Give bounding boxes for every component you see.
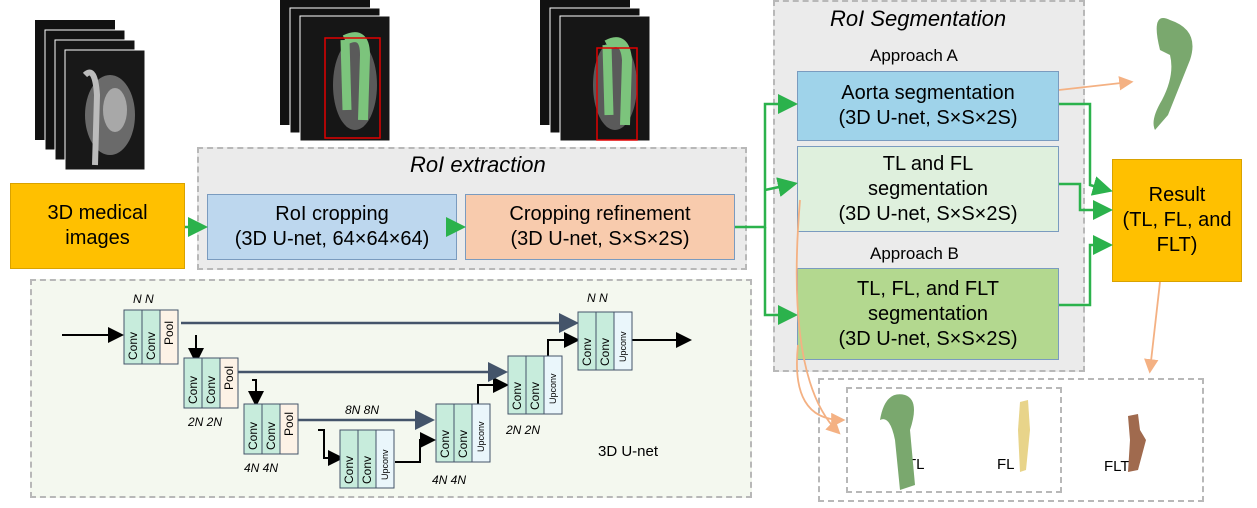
unet-blocks — [123, 309, 633, 489]
conv-label: Conv — [510, 382, 524, 410]
flt-output-shape — [1128, 414, 1146, 472]
conv-label: Conv — [528, 382, 542, 410]
conv-label: Conv — [580, 338, 594, 366]
result-line-1: Result — [1148, 184, 1206, 206]
roi-cropping-line-1: RoI cropping — [275, 203, 389, 225]
ct-stack-cropped-image — [275, 0, 395, 145]
ct-stack-refined-image — [535, 0, 655, 145]
cropping-refinement-line-2: (3D U-net, S×S×2S) — [510, 228, 690, 250]
unet-block-labels: Conv Conv Pool Conv Conv Pool Conv Conv … — [126, 321, 628, 484]
nn-label-encoder: N N — [133, 292, 154, 306]
upconv-label: Upconv — [476, 421, 486, 452]
cropping-refinement-box: Cropping refinement (3D U-net, S×S×2S) — [465, 194, 735, 260]
cropping-refinement-line-1: Cropping refinement — [509, 203, 691, 225]
tl-fl-segmentation-box: TL and FL segmentation (3D U-net, S×S×2S… — [797, 146, 1059, 232]
tl-fl-line-2: segmentation — [867, 177, 989, 200]
output-panel-outer — [818, 378, 1204, 502]
tl-fl-flt-line-3: (3D U-net, S×S×2S) — [838, 327, 1018, 350]
conv-label: Conv — [204, 376, 218, 404]
2n-label-encoder: 2N 2N — [187, 415, 222, 429]
unet-caption: 3D U-net — [598, 443, 659, 460]
aorta-shape — [1153, 18, 1193, 130]
conv-label: Conv — [264, 422, 278, 450]
roi-segmentation-title: RoI Segmentation — [830, 6, 1007, 31]
input-line-2: images — [65, 227, 130, 249]
4n-label-encoder: 4N 4N — [244, 461, 278, 475]
conv-label: Conv — [598, 338, 612, 366]
upconv-label: Upconv — [380, 449, 390, 480]
result-line-3: FLT) — [1156, 234, 1198, 256]
output-fl-label: FL — [997, 456, 1015, 473]
conv-label: Conv — [246, 422, 260, 450]
tl-output-shape — [880, 394, 915, 490]
output-arrows — [795, 76, 1161, 435]
output-panel-inner — [846, 387, 1062, 493]
conv-label: Conv — [126, 332, 140, 360]
approach-b-label: Approach B — [870, 244, 959, 263]
aorta-segmentation-box: Aorta segmentation (3D U-net, S×S×2S) — [797, 71, 1059, 141]
tl-fl-flt-line-1: TL, FL, and FLT — [857, 277, 999, 300]
conv-label: Conv — [438, 430, 452, 458]
roi-cropping-line-2: (3D U-net, 64×64×64) — [234, 228, 430, 250]
tl-fl-flt-segmentation-box: TL, FL, and FLT segmentation (3D U-net, … — [797, 268, 1059, 360]
nn-label-decoder: N N — [587, 291, 608, 305]
2n-label-decoder: 2N 2N — [505, 423, 540, 437]
pool-label: Pool — [282, 412, 296, 436]
conv-label: Conv — [186, 376, 200, 404]
aorta-line-2: (3D U-net, S×S×2S) — [838, 107, 1018, 129]
input-images-box: 3D medical images — [10, 183, 185, 269]
conv-label: Conv — [360, 456, 374, 484]
upconv-label: Upconv — [548, 373, 558, 404]
roi-extraction-title: RoI extraction — [410, 152, 546, 177]
tl-fl-line-3: (3D U-net, S×S×2S) — [838, 202, 1018, 225]
result-line-2: (TL, FL, and — [1122, 209, 1232, 231]
approach-a-label: Approach A — [870, 46, 958, 65]
unet-channel-labels: N N N N 2N 2N 2N 2N 4N 4N 4N 4N 8N 8N — [133, 291, 608, 487]
conv-label: Conv — [144, 332, 158, 360]
conv-label: Conv — [456, 430, 470, 458]
result-box: Result (TL, FL, and FLT) — [1112, 159, 1242, 282]
pool-label: Pool — [162, 321, 176, 345]
unet-skip-connections — [181, 313, 579, 430]
conv-label: Conv — [342, 456, 356, 484]
roi-cropping-box: RoI cropping (3D U-net, 64×64×64) — [207, 194, 457, 260]
output-flt-label: FLT — [1104, 458, 1130, 475]
input-line-1: 3D medical — [47, 202, 148, 224]
8n-label: 8N 8N — [345, 403, 379, 417]
upconv-label: Upconv — [618, 331, 628, 362]
fl-output-shape — [1018, 400, 1030, 472]
ct-stack-input-image — [25, 15, 165, 175]
aorta-line-1: Aorta segmentation — [841, 82, 1015, 104]
tl-fl-flt-line-2: segmentation — [867, 302, 989, 325]
flow-arrows — [185, 94, 1113, 325]
pool-label: Pool — [222, 366, 236, 390]
tl-fl-line-1: TL and FL — [882, 152, 974, 175]
4n-label-decoder: 4N 4N — [432, 473, 466, 487]
